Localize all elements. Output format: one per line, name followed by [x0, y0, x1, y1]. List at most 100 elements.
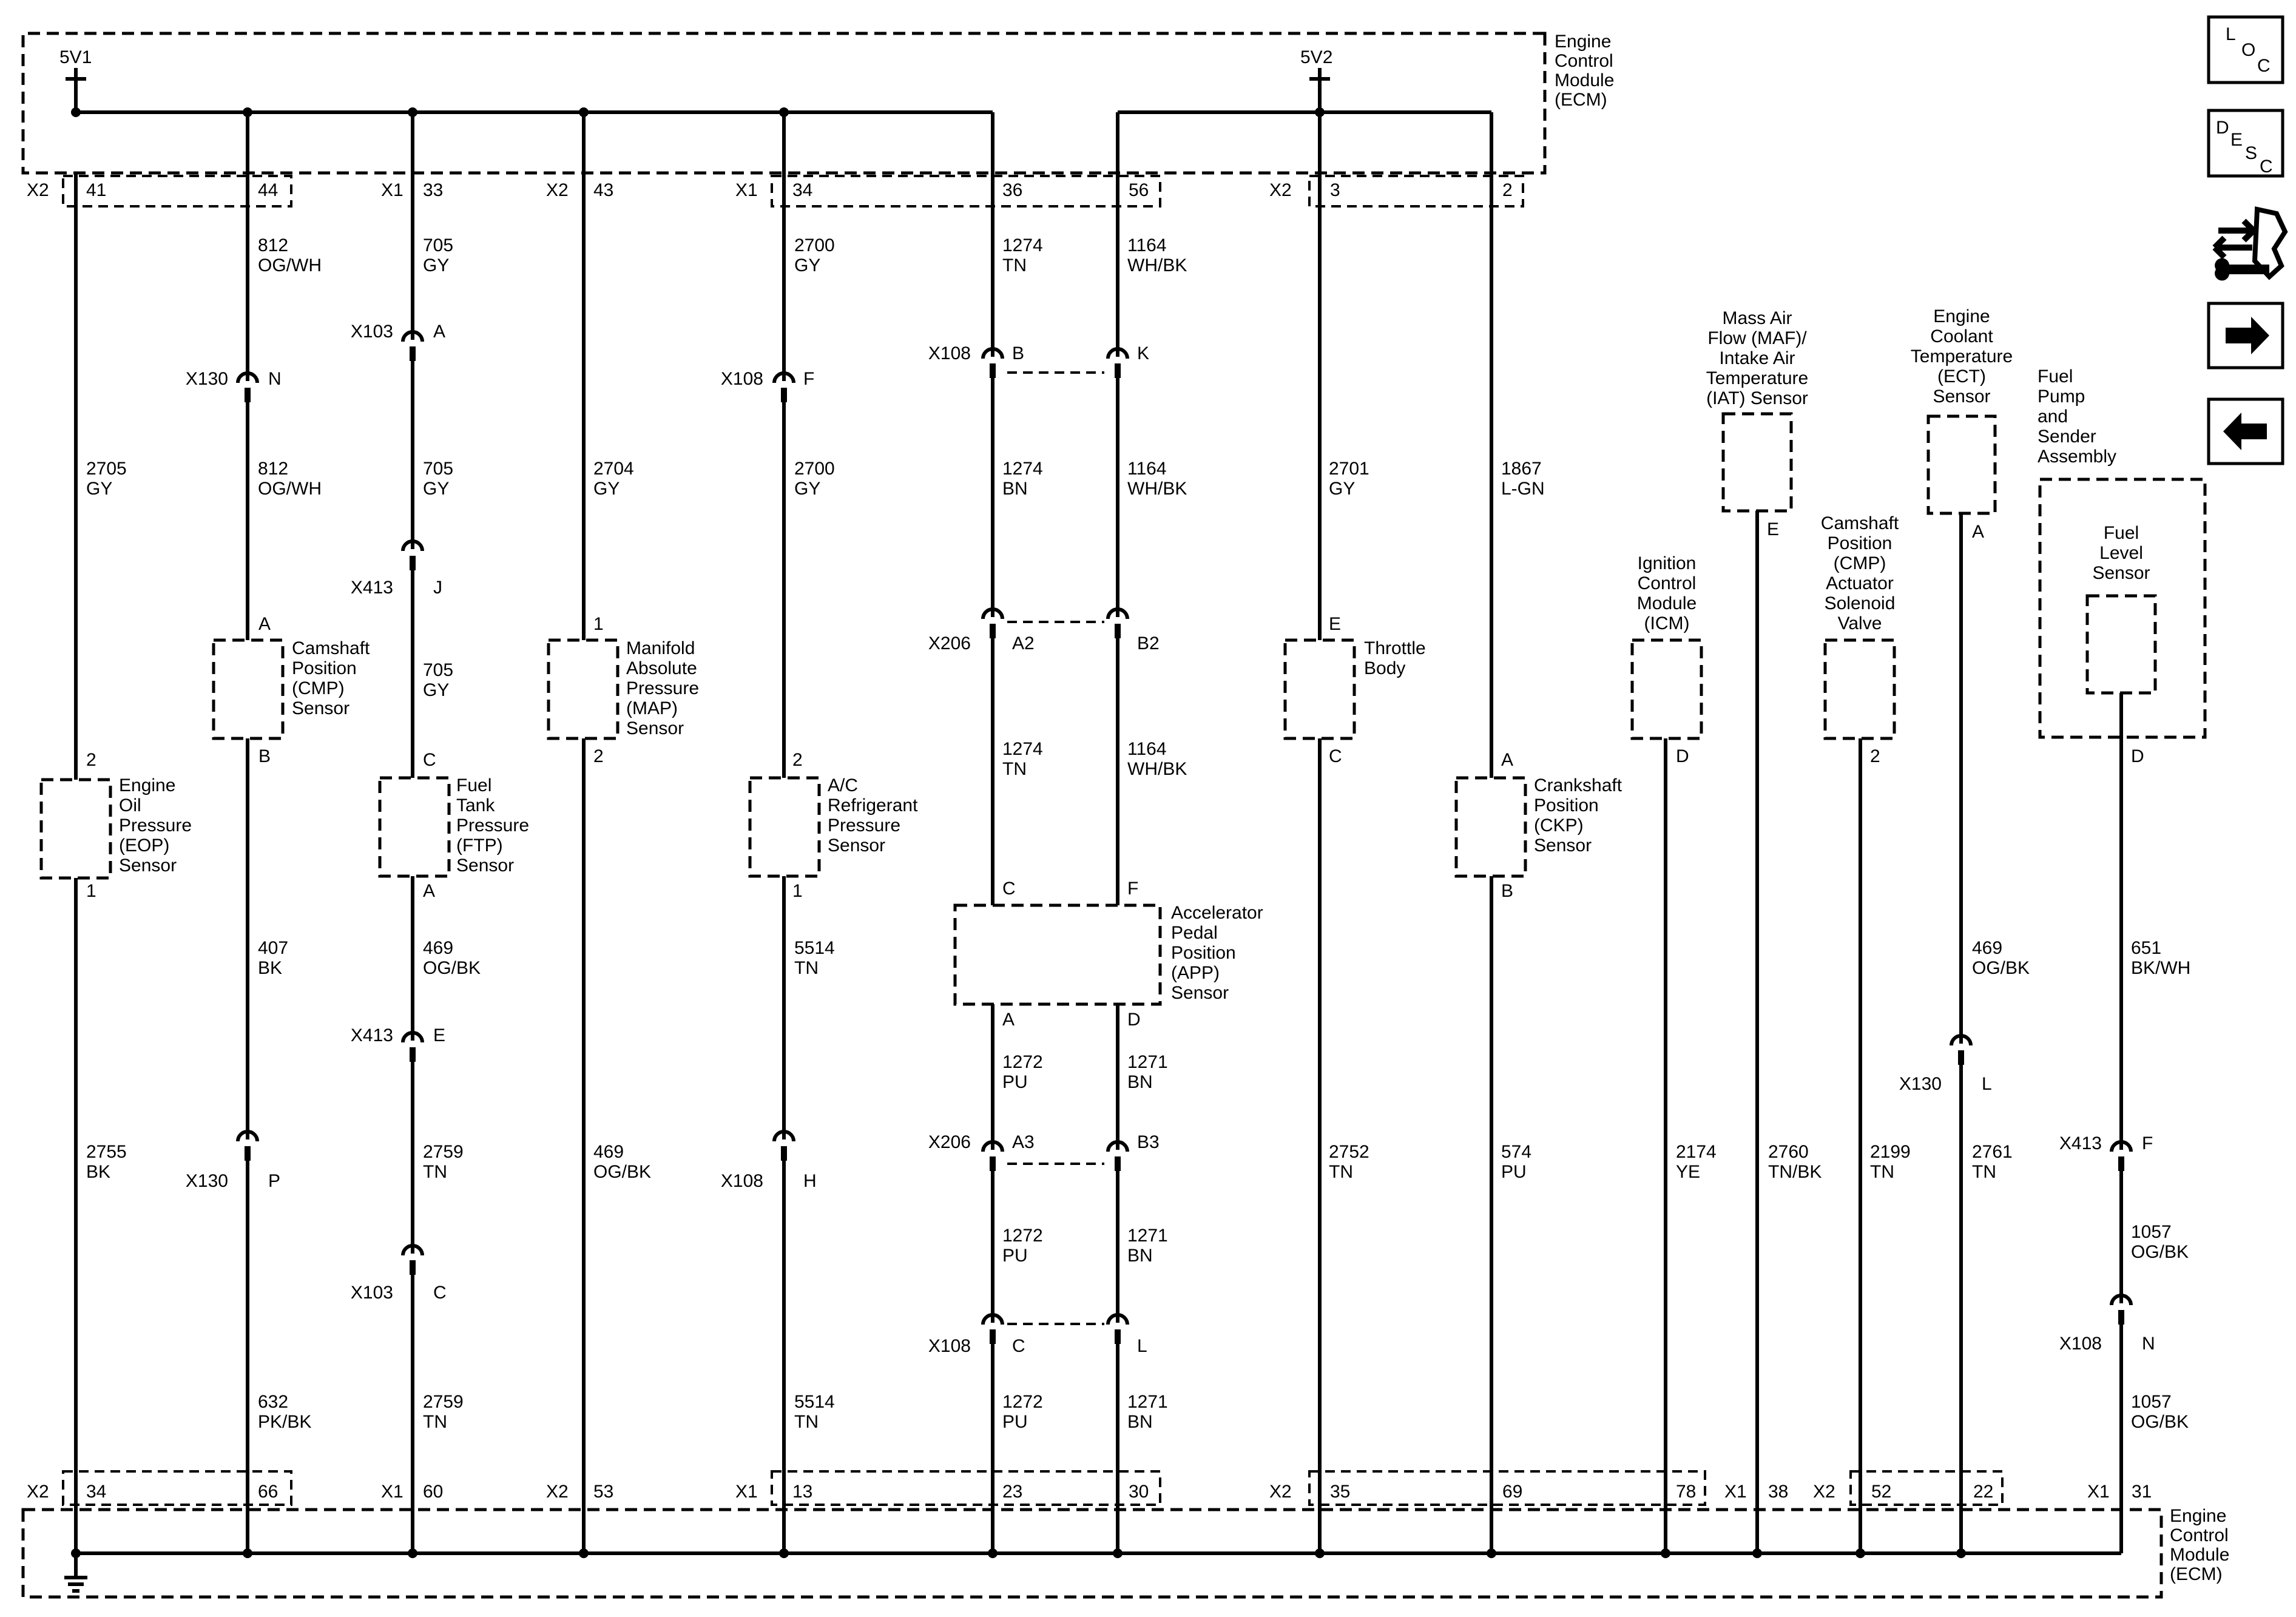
svg-text:Body: Body	[1364, 658, 1405, 678]
svg-text:BN: BN	[1127, 1246, 1153, 1266]
svg-text:Refrigerant: Refrigerant	[828, 795, 918, 815]
svg-text:K: K	[1137, 343, 1149, 363]
svg-text:(CKP): (CKP)	[1534, 815, 1584, 836]
svg-text:N: N	[268, 369, 282, 389]
connector-service-icon[interactable]	[2212, 206, 2288, 281]
inline-connector-symbol	[981, 347, 1004, 378]
svg-text:F: F	[2142, 1133, 2153, 1153]
svg-text:X2: X2	[27, 180, 49, 200]
svg-text:A: A	[433, 322, 445, 342]
fuel-level-sensor-label: Fuel Level Sensor	[2092, 523, 2150, 583]
svg-text:A: A	[258, 614, 271, 634]
svg-text:Module: Module	[1637, 593, 1697, 613]
previous-page-arrow-icon[interactable]	[2207, 397, 2284, 465]
svg-text:X1: X1	[2087, 1482, 2110, 1502]
svg-text:X2: X2	[546, 180, 569, 200]
svg-text:X2: X2	[1269, 180, 1292, 200]
svg-text:X1: X1	[1724, 1482, 1747, 1502]
svg-text:5514: 5514	[794, 1392, 835, 1412]
svg-text:PU: PU	[1501, 1162, 1527, 1182]
svg-text:2759: 2759	[423, 1392, 464, 1412]
inline-connector-symbol	[401, 1031, 424, 1062]
inline-connector-symbol	[1106, 347, 1129, 378]
svg-text:2: 2	[86, 750, 96, 770]
app-sensor-box	[953, 903, 1162, 1006]
svg-text:(EOP): (EOP)	[119, 836, 169, 856]
reference-bus-5v2: 5V2	[1116, 47, 1493, 173]
svg-text:Accelerator: Accelerator	[1171, 903, 1263, 923]
svg-text:5514: 5514	[794, 938, 835, 958]
inline-connector-labels: X130 N X130 P X103 A X413 J X413 E X103 …	[186, 322, 2155, 1356]
svg-text:PU: PU	[1002, 1246, 1028, 1266]
svg-text:Temperature: Temperature	[1911, 346, 2013, 366]
svg-text:Throttle: Throttle	[1364, 638, 1426, 658]
bottom-connector-boxes	[62, 1470, 2004, 1506]
map-sensor-box	[547, 638, 620, 740]
svg-text:Sender: Sender	[2038, 427, 2096, 447]
location-button[interactable]: L O C	[2207, 15, 2284, 84]
svg-text:Flow (MAF)/: Flow (MAF)/	[1707, 328, 1807, 348]
svg-text:2: 2	[1870, 746, 1880, 766]
svg-text:OG/BK: OG/BK	[593, 1162, 651, 1182]
svg-text:E: E	[2230, 130, 2243, 150]
svg-text:Crankshaft: Crankshaft	[1534, 775, 1622, 795]
svg-text:PK/BK: PK/BK	[258, 1412, 311, 1432]
throttle-body-box	[1283, 638, 1356, 740]
svg-text:D: D	[1127, 1010, 1141, 1030]
svg-text:X108: X108	[928, 343, 971, 363]
svg-text:A3: A3	[1012, 1132, 1035, 1152]
ecm-top-label: Engine Control Module (ECM)	[1555, 32, 1614, 110]
reference-bus-5v1: 5V1	[59, 47, 994, 173]
svg-text:GY: GY	[423, 479, 449, 499]
svg-text:BK/WH: BK/WH	[2131, 958, 2190, 978]
cmp-sensor-label: Camshaft Position (CMP) Sensor	[292, 638, 370, 718]
ect-sensor-box	[1926, 414, 1997, 515]
svg-text:(APP): (APP)	[1171, 963, 1220, 983]
svg-text:J: J	[433, 578, 442, 598]
svg-text:Assembly: Assembly	[2038, 447, 2116, 467]
svg-text:GY: GY	[794, 479, 820, 499]
svg-text:C: C	[1012, 1336, 1025, 1356]
svg-text:X108: X108	[721, 369, 763, 389]
svg-text:B: B	[1501, 881, 1513, 901]
svg-text:Engine: Engine	[2170, 1506, 2226, 1526]
svg-text:(ECM): (ECM)	[2170, 1564, 2223, 1584]
svg-text:Absolute: Absolute	[626, 658, 697, 678]
svg-text:P: P	[268, 1171, 280, 1191]
svg-text:Sensor: Sensor	[1171, 983, 1229, 1003]
svg-text:Module: Module	[2170, 1545, 2229, 1565]
svg-text:23: 23	[1002, 1482, 1022, 1502]
description-button[interactable]: D E S C	[2207, 109, 2284, 178]
svg-text:705: 705	[423, 459, 453, 479]
svg-text:1274: 1274	[1002, 459, 1043, 479]
next-page-arrow-icon[interactable]	[2207, 302, 2284, 370]
svg-text:Pressure: Pressure	[456, 815, 529, 836]
inline-connector-symbol	[1106, 1313, 1129, 1344]
svg-text:BK: BK	[86, 1162, 110, 1182]
svg-text:L: L	[1982, 1074, 1992, 1094]
svg-text:2755: 2755	[86, 1142, 127, 1162]
svg-text:E: E	[433, 1025, 445, 1045]
svg-text:Sensor: Sensor	[828, 836, 885, 856]
svg-text:BN: BN	[1127, 1412, 1153, 1432]
svg-text:S: S	[2245, 143, 2257, 163]
svg-text:Mass Air: Mass Air	[1722, 308, 1792, 328]
svg-text:Sensor: Sensor	[1534, 836, 1592, 856]
ftp-sensor-box	[378, 776, 451, 878]
svg-text:L: L	[2226, 24, 2236, 44]
svg-text:1272: 1272	[1002, 1226, 1043, 1246]
svg-text:66: 66	[258, 1482, 278, 1502]
svg-text:1164: 1164	[1127, 459, 1167, 479]
svg-text:1: 1	[593, 614, 604, 634]
eop-sensor-label: Engine Oil Pressure (EOP) Sensor	[119, 775, 192, 876]
svg-text:Pump: Pump	[2038, 387, 2085, 407]
throttle-body-label: Throttle Body	[1364, 638, 1426, 678]
svg-text:A/C: A/C	[828, 775, 858, 795]
svg-text:44: 44	[258, 180, 278, 200]
svg-text:Position: Position	[292, 658, 357, 678]
svg-text:and: and	[2038, 407, 2068, 427]
svg-text:13: 13	[792, 1482, 812, 1502]
svg-text:52: 52	[1871, 1482, 1891, 1502]
inline-connector-symbols	[236, 330, 2133, 1344]
